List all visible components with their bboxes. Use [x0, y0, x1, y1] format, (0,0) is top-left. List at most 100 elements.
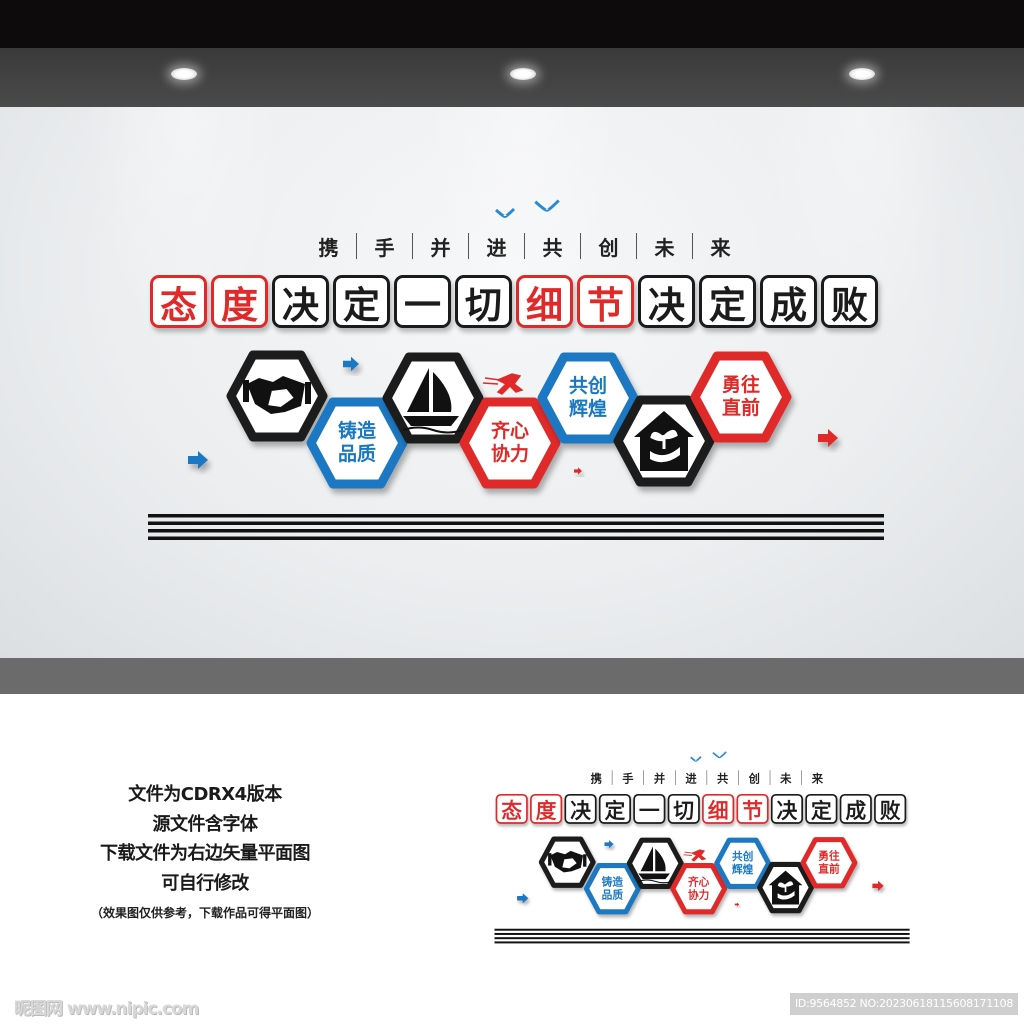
- hexagon-label: 铸造品质: [584, 876, 640, 902]
- slogan: 携手并进共创未来: [585, 769, 827, 787]
- hexagon-label-line: 协力: [687, 888, 709, 902]
- title-char-box: 决: [272, 275, 329, 328]
- slogan-char: 创: [598, 235, 619, 260]
- hexagon-label-line: 齐心: [490, 420, 529, 442]
- separator: [611, 770, 612, 785]
- hexagon-label: 齐心协力: [460, 420, 560, 466]
- image-id-label: ID:9564852 NO:20230618115608171108: [790, 993, 1018, 1015]
- hexagon-panel: [669, 863, 727, 915]
- runner-icon: [682, 849, 706, 862]
- decor-stripe: [148, 529, 884, 533]
- title-char-box: 决: [638, 275, 695, 328]
- note-line: 可自行修改: [161, 872, 249, 894]
- title-char-box: 定: [333, 275, 390, 328]
- hexagon-label-line: 直前: [817, 862, 840, 876]
- slogan-char: 携: [318, 235, 339, 260]
- arrow-icon: [188, 451, 208, 469]
- title-char-box: 决: [563, 793, 597, 824]
- title-char-box: 一: [632, 793, 665, 824]
- hexagon-label: 齐心协力: [670, 876, 726, 902]
- decor-stripe: [494, 937, 910, 940]
- slogan-char: 来: [811, 771, 823, 786]
- hexagon-label: 共创辉煌: [538, 375, 638, 421]
- hexagon-label-line: 辉煌: [731, 863, 753, 876]
- bird-icon: [689, 756, 702, 762]
- spotlight: [171, 68, 197, 80]
- title-char-box: 败: [821, 275, 878, 328]
- hexagon-label: 铸造品质: [307, 420, 407, 466]
- slogan-char: 未: [654, 235, 675, 260]
- decor-stripe: [494, 941, 910, 944]
- arrow-icon: [574, 467, 582, 475]
- sailboat-icon: [402, 368, 464, 434]
- handshake-icon: [547, 850, 586, 873]
- decor-stripe: [148, 536, 884, 540]
- slogan-char: 并: [653, 771, 665, 786]
- hexagon-label: 勇往直前: [800, 850, 856, 876]
- slogan: 携手并进共创未来: [310, 230, 739, 262]
- hexagon-label-line: 品质: [337, 443, 376, 465]
- hexagon-label-line: 共创: [568, 375, 607, 397]
- separator: [524, 233, 525, 259]
- slogan-char: 进: [684, 771, 697, 786]
- slogan-char: 携: [590, 771, 602, 786]
- hexagon-panel: [713, 837, 771, 889]
- separator: [412, 233, 413, 259]
- note-line: 源文件含字体: [152, 813, 259, 835]
- separator: [737, 770, 739, 785]
- sailboat-icon: [637, 846, 672, 884]
- slogan-char: 手: [374, 235, 395, 260]
- hexagon-panel: [799, 837, 857, 889]
- arrow-icon: [343, 356, 359, 372]
- separator: [356, 233, 357, 259]
- hexagon-panel: [690, 351, 792, 443]
- bird-icon: [711, 751, 727, 759]
- ceiling-top: [0, 0, 1024, 48]
- arrow-icon: [871, 880, 884, 891]
- title-char-box: 态: [495, 793, 528, 824]
- decor-stripe: [494, 932, 910, 935]
- title-char-box: 切: [455, 275, 512, 328]
- title-char-box: 定: [598, 793, 631, 824]
- slogan-char: 创: [748, 771, 760, 786]
- title-char-box: 成: [760, 275, 817, 328]
- slogan-char: 并: [430, 235, 451, 260]
- arrow-icon: [818, 429, 838, 447]
- floor-band: [0, 658, 1024, 694]
- title-char-box: 一: [394, 275, 451, 328]
- hexagon-label-line: 共创: [731, 850, 753, 863]
- main-title: 态度决定一切细节决定成败: [150, 275, 878, 328]
- decor-stripe: [494, 928, 910, 931]
- note-disclaimer: （效果图仅供参考，下载作品可得平面图）: [90, 906, 319, 920]
- title-char-box: 节: [577, 275, 634, 328]
- title-char-box: 细: [516, 275, 573, 328]
- note-line: 文件为CDRX4版本: [128, 784, 282, 805]
- spotlight: [510, 68, 536, 80]
- arrow-icon: [734, 902, 739, 907]
- arrow-icon: [516, 893, 528, 904]
- decor-stripe: [148, 514, 884, 518]
- main-title: 态度决定一切细节决定成败: [495, 793, 906, 824]
- separator: [769, 770, 770, 785]
- title-char-box: 度: [529, 793, 562, 824]
- runner-icon: [482, 373, 524, 395]
- separator: [674, 770, 676, 785]
- arrow-icon: [603, 840, 614, 849]
- hexagon-label-line: 勇往: [721, 374, 760, 396]
- separator: [636, 233, 637, 259]
- separator: [642, 770, 644, 785]
- title-char-box: 态: [150, 275, 207, 328]
- watermark-logo: 昵图网 www.nipic.com: [14, 999, 199, 1019]
- title-char-box: 决: [770, 793, 803, 824]
- hexagon-panel: [459, 397, 561, 489]
- hexagon-label-line: 铸造: [601, 875, 623, 889]
- hexagon-label-line: 直前: [721, 397, 760, 419]
- handshake-icon: [243, 376, 311, 414]
- slogan-char: 共: [542, 235, 563, 260]
- title-char-box: 定: [804, 793, 837, 824]
- title-char-box: 度: [211, 275, 268, 328]
- separator: [800, 770, 802, 785]
- slogan-char: 进: [486, 235, 507, 260]
- note-line: 下载文件为右边矢量平面图: [100, 843, 311, 864]
- title-char-box: 切: [667, 793, 700, 824]
